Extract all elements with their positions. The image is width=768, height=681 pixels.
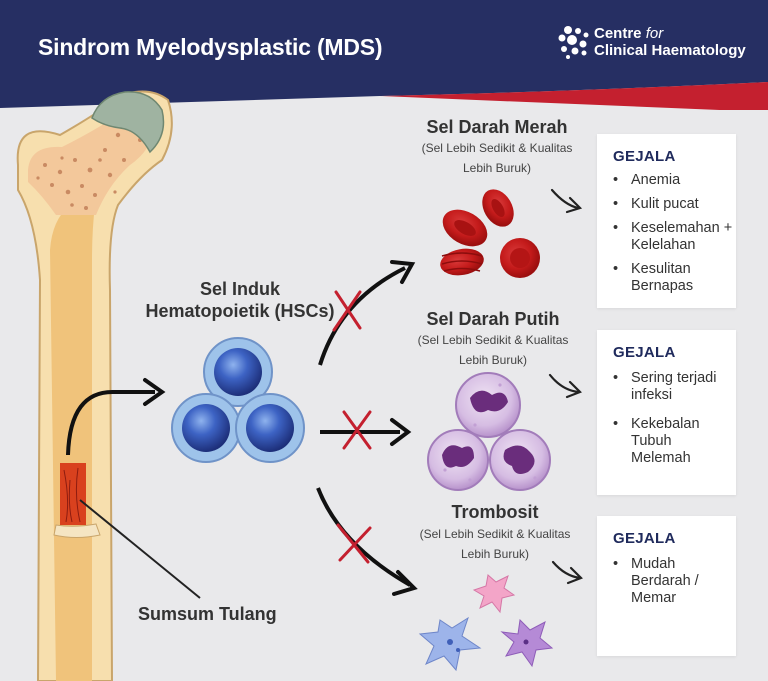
arrow-to-card-1	[550, 188, 580, 210]
femoral-head	[91, 91, 165, 154]
symptom-item: Sering terjadi infeksi	[613, 370, 741, 404]
symptom-item: Anemia	[613, 172, 768, 189]
symptom-item: Mudah Berdarah / Memar	[613, 556, 736, 607]
symptom-list: Sering terjadi infeksi Kekebalan Tubuh M…	[613, 370, 768, 474]
white-blood-cells	[427, 372, 551, 491]
symptom-heading: GEJALA	[613, 530, 676, 547]
symptom-item: Keselemahan + Kelelahan	[613, 220, 741, 254]
cross-mark-rbc	[332, 290, 362, 332]
bone-marrow-label: Sumsum Tulang	[138, 604, 277, 624]
arrow-to-card-2	[548, 373, 580, 394]
symptom-list: Mudah Berdarah / Memar	[613, 556, 768, 614]
rbc-title: Sel Darah Merah	[426, 117, 568, 137]
logo: Centre for Clinical Haematology	[556, 24, 756, 64]
symptom-item: Kekebalan Tubuh Melemah	[613, 416, 721, 467]
arrow-to-hsc	[66, 389, 155, 456]
arrow-to-card-3	[551, 560, 582, 580]
spongy-bone	[28, 108, 155, 215]
symptom-heading: GEJALA	[613, 344, 676, 361]
marrow-pointer	[79, 499, 201, 599]
symptom-card-platelet: GEJALA Mudah Berdarah / Memar	[597, 516, 736, 656]
header-banner	[0, 0, 768, 110]
arrow-to-rbc	[318, 266, 406, 366]
logo-icon	[558, 26, 589, 59]
logo-text: Centre for Clinical Haematology	[594, 25, 746, 59]
symptom-card-wbc: GEJALA Sering terjadi infeksi Kekebalan …	[597, 330, 736, 495]
symptom-list: Anemia Kulit pucat Keselemahan + Kelelah…	[613, 172, 768, 302]
hsc-label-line2: Hematopoietik (HSCs)	[145, 301, 335, 321]
red-blood-cells	[440, 189, 540, 278]
marrow-cavity	[50, 205, 95, 681]
hsc-label-line1: Sel Induk	[199, 279, 280, 299]
cross-mark-platelet	[336, 523, 372, 564]
hsc-label: Sel Induk Hematopoietik (HSCs)	[135, 278, 345, 322]
platelet-title: Trombosit	[451, 502, 539, 522]
marrow-highlight	[60, 463, 86, 525]
wbc-title: Sel Darah Putih	[426, 309, 560, 329]
platelets	[418, 574, 554, 672]
symptom-heading: GEJALA	[613, 148, 676, 165]
cross-mark-wbc	[342, 410, 372, 450]
symptom-card-rbc: GEJALA Anemia Kulit pucat Keselemahan + …	[597, 134, 736, 308]
symptom-item: Kulit pucat	[613, 196, 768, 213]
hsc-cells	[171, 337, 305, 463]
page-title: Sindrom Myelodysplastic (MDS)	[38, 34, 383, 60]
symptom-item: Kesulitan Bernapas	[613, 261, 721, 295]
bone-cut	[53, 523, 101, 538]
